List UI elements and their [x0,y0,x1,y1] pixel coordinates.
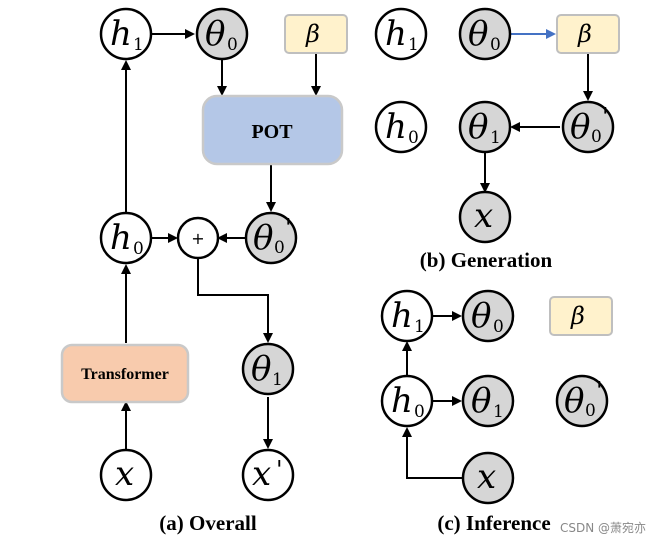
svg-text:0: 0 [227,35,238,55]
panel-overall: h 1 θ 0 β POT θ 0 ' + h 0 [60,7,348,535]
svg-text:POT: POT [251,121,293,143]
node-h0: h 0 [374,100,428,154]
svg-text:h: h [110,14,132,54]
svg-text:h: h [110,218,132,258]
node-theta0-prime: θ 0 ' [244,211,298,265]
svg-text:x: x [115,454,134,494]
box-beta: β [284,14,348,54]
box-beta: β [549,296,613,336]
svg-text:θ: θ [205,14,225,54]
svg-text:0: 0 [274,238,285,258]
svg-text:θ: θ [253,218,273,258]
svg-text:1: 1 [490,128,501,148]
svg-text:θ: θ [468,14,488,54]
svg-text:θ: θ [251,349,271,389]
panel-inference: h 1 θ 0 β h 0 θ 1 θ 0 ' x [380,289,613,535]
svg-text:h: h [391,381,413,421]
svg-text:θ: θ [471,381,491,421]
node-x: x [461,451,515,505]
svg-text:1: 1 [133,35,144,55]
svg-text:β: β [577,20,592,48]
node-x: x [99,448,153,502]
edge-x-h0 [402,427,464,479]
svg-text:x: x [477,457,496,497]
box-beta: β [556,14,620,54]
watermark: CSDN @萧宛亦 [560,520,646,535]
svg-text:+: + [191,229,204,248]
svg-text:β: β [570,302,585,330]
svg-text:0: 0 [408,128,419,148]
svg-text:1: 1 [408,35,419,55]
caption-inference: (c) Inference [437,511,550,535]
node-h1: h 1 [380,289,434,343]
box-pot: POT [201,94,344,166]
edge-plus-theta1 [197,259,273,343]
svg-text:x: x [252,454,271,494]
node-h0: h 0 [380,374,434,428]
node-theta0-prime: θ 0 ' [555,374,609,428]
node-x-prime: x ' [241,448,295,502]
svg-text:θ: θ [468,107,488,147]
node-theta0: θ 0 [461,289,515,343]
svg-text:': ' [596,377,603,405]
svg-text:1: 1 [272,370,283,390]
svg-text:1: 1 [414,317,425,337]
svg-text:θ: θ [471,296,491,336]
node-h0: h 0 [99,211,153,265]
node-h1: h 1 [99,7,153,61]
box-transformer: Transformer [60,343,190,404]
svg-text:0: 0 [133,239,144,259]
svg-text:h: h [385,107,407,147]
svg-text:': ' [276,456,283,484]
node-theta0-prime: θ 0 ' [561,100,615,154]
node-x: x [458,190,512,244]
node-theta1: θ 1 [241,342,295,396]
caption-generation: (b) Generation [420,248,553,272]
svg-text:θ: θ [564,381,584,421]
node-theta0: θ 0 [458,7,512,61]
panel-generation: h 1 θ 0 β h 0 θ 1 θ 0 ' x [374,7,620,272]
svg-text:Transformer: Transformer [81,366,169,383]
svg-text:0: 0 [493,317,504,337]
node-theta1: θ 1 [458,100,512,154]
svg-text:θ: θ [570,107,590,147]
svg-text:h: h [391,296,413,336]
node-theta0: θ 0 [195,7,249,61]
svg-text:0: 0 [591,127,602,147]
svg-text:β: β [305,20,320,48]
plus-node: + [176,216,220,260]
svg-text:': ' [285,214,292,242]
svg-text:x: x [474,196,493,236]
svg-text:1: 1 [493,402,504,422]
svg-text:0: 0 [490,35,501,55]
caption-overall: (a) Overall [159,511,257,535]
node-theta1: θ 1 [461,374,515,428]
node-h1: h 1 [374,7,428,61]
svg-text:0: 0 [585,401,596,421]
svg-text:0: 0 [414,402,425,422]
svg-text:': ' [602,103,609,131]
svg-text:h: h [385,14,407,54]
